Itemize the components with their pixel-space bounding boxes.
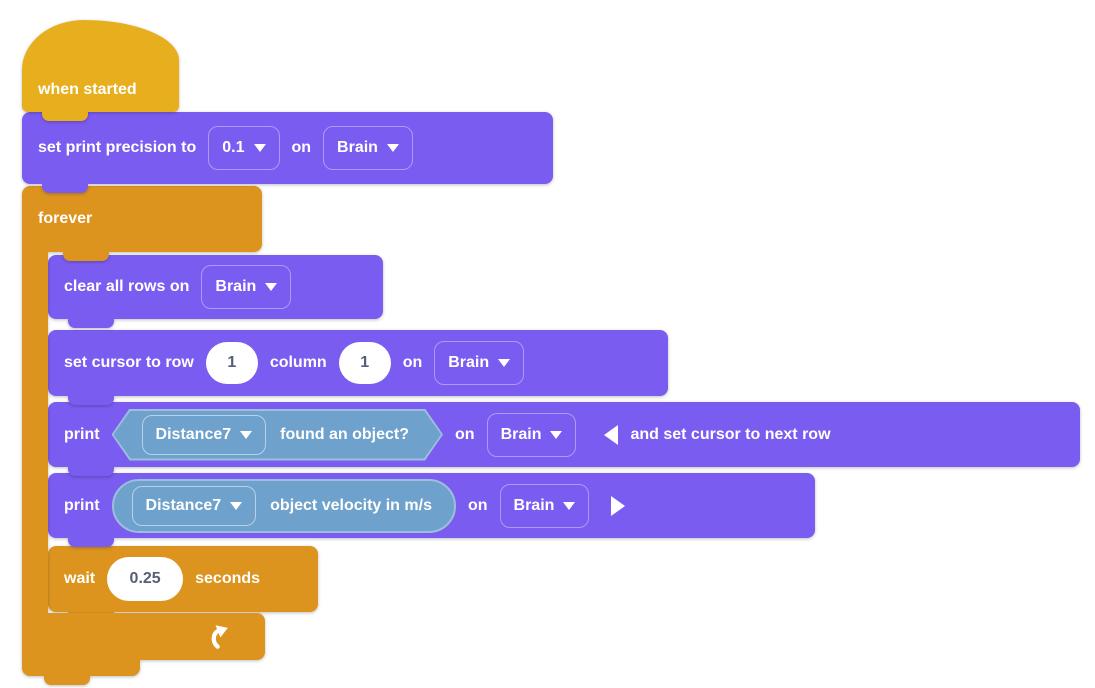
block-wait[interactable]: wait 0.25 seconds (48, 546, 318, 621)
set-cursor-label: set cursor to row (64, 354, 194, 371)
sensor-value: Distance7 (155, 425, 232, 443)
dropdown-caret-icon (240, 431, 252, 439)
block-set-print-precision[interactable]: set print precision to 0.1 on Brain (22, 112, 553, 193)
connector-tab (42, 183, 88, 193)
block-print-condition[interactable]: print Distance7 found an object? on Brai… (48, 402, 1080, 476)
print-label: print (64, 496, 100, 514)
device-dropdown[interactable]: Brain (434, 341, 525, 385)
dropdown-caret-icon (563, 501, 576, 510)
device-dropdown[interactable]: Brain (201, 265, 292, 309)
on-label: on (402, 354, 423, 371)
connector-tab (63, 251, 109, 261)
distance-sensor-dropdown[interactable]: Distance7 (142, 415, 267, 455)
value-label: object velocity in m/s (270, 496, 432, 514)
column-label: column (269, 354, 327, 371)
expand-right-icon[interactable] (611, 495, 626, 516)
connector-tab (68, 395, 114, 405)
block-when-started[interactable]: when started (22, 20, 179, 121)
device-value: Brain (448, 354, 490, 371)
boolean-found-object[interactable]: Distance7 found an object? (112, 409, 443, 461)
dropdown-caret-icon (253, 144, 266, 152)
forever-foot (22, 648, 140, 685)
on-label: on (467, 496, 488, 514)
block-clear-all-rows[interactable]: clear all rows on Brain (48, 255, 383, 328)
block-print-value[interactable]: print Distance7 object velocity in m/s o… (48, 473, 815, 547)
dropdown-caret-icon (498, 359, 511, 367)
dropdown-caret-icon (550, 430, 563, 439)
set-print-precision-label: set print precision to (38, 139, 197, 156)
dropdown-caret-icon (230, 501, 243, 510)
condition-label: found an object? (280, 425, 410, 443)
precision-value: 0.1 (222, 139, 245, 156)
clear-all-rows-label: clear all rows on (64, 278, 190, 295)
device-dropdown[interactable]: Brain (323, 126, 413, 170)
forever-top-arm[interactable]: forever (22, 186, 262, 261)
dropdown-caret-icon (386, 144, 399, 152)
when-started-label: when started (38, 81, 137, 98)
connector-tab (68, 466, 114, 476)
on-label: on (455, 425, 475, 443)
connector-tab (42, 111, 88, 121)
connector-tab (44, 675, 90, 685)
on-label: on (291, 139, 312, 156)
forever-label: forever (38, 210, 93, 227)
wait-label: wait (64, 570, 96, 587)
device-dropdown[interactable]: Brain (486, 412, 577, 457)
sensor-value: Distance7 (145, 496, 222, 514)
reporter-object-velocity[interactable]: Distance7 object velocity in m/s (111, 478, 456, 533)
device-value: Brain (215, 278, 257, 295)
forever-spine (22, 230, 48, 660)
print-label: print (64, 425, 100, 443)
device-value: Brain (513, 496, 555, 514)
device-value: Brain (337, 139, 378, 156)
connector-tab (68, 318, 114, 328)
collapsed-options-label: and set cursor to next row (630, 425, 831, 443)
device-value: Brain (500, 425, 542, 443)
dropdown-caret-icon (265, 283, 278, 291)
collapse-left-icon[interactable] (604, 424, 619, 445)
duration-input[interactable]: 0.25 (107, 557, 184, 601)
device-dropdown[interactable]: Brain (499, 483, 590, 528)
loop-arrow-icon (211, 624, 228, 649)
row-input[interactable]: 1 (205, 342, 258, 384)
column-input[interactable]: 1 (338, 342, 391, 384)
seconds-label: seconds (195, 570, 261, 587)
precision-dropdown[interactable]: 0.1 (208, 126, 280, 170)
block-set-cursor[interactable]: set cursor to row 1 column 1 on Brain (48, 330, 668, 405)
connector-tab (68, 537, 114, 547)
distance-sensor-dropdown[interactable]: Distance7 (131, 485, 257, 526)
